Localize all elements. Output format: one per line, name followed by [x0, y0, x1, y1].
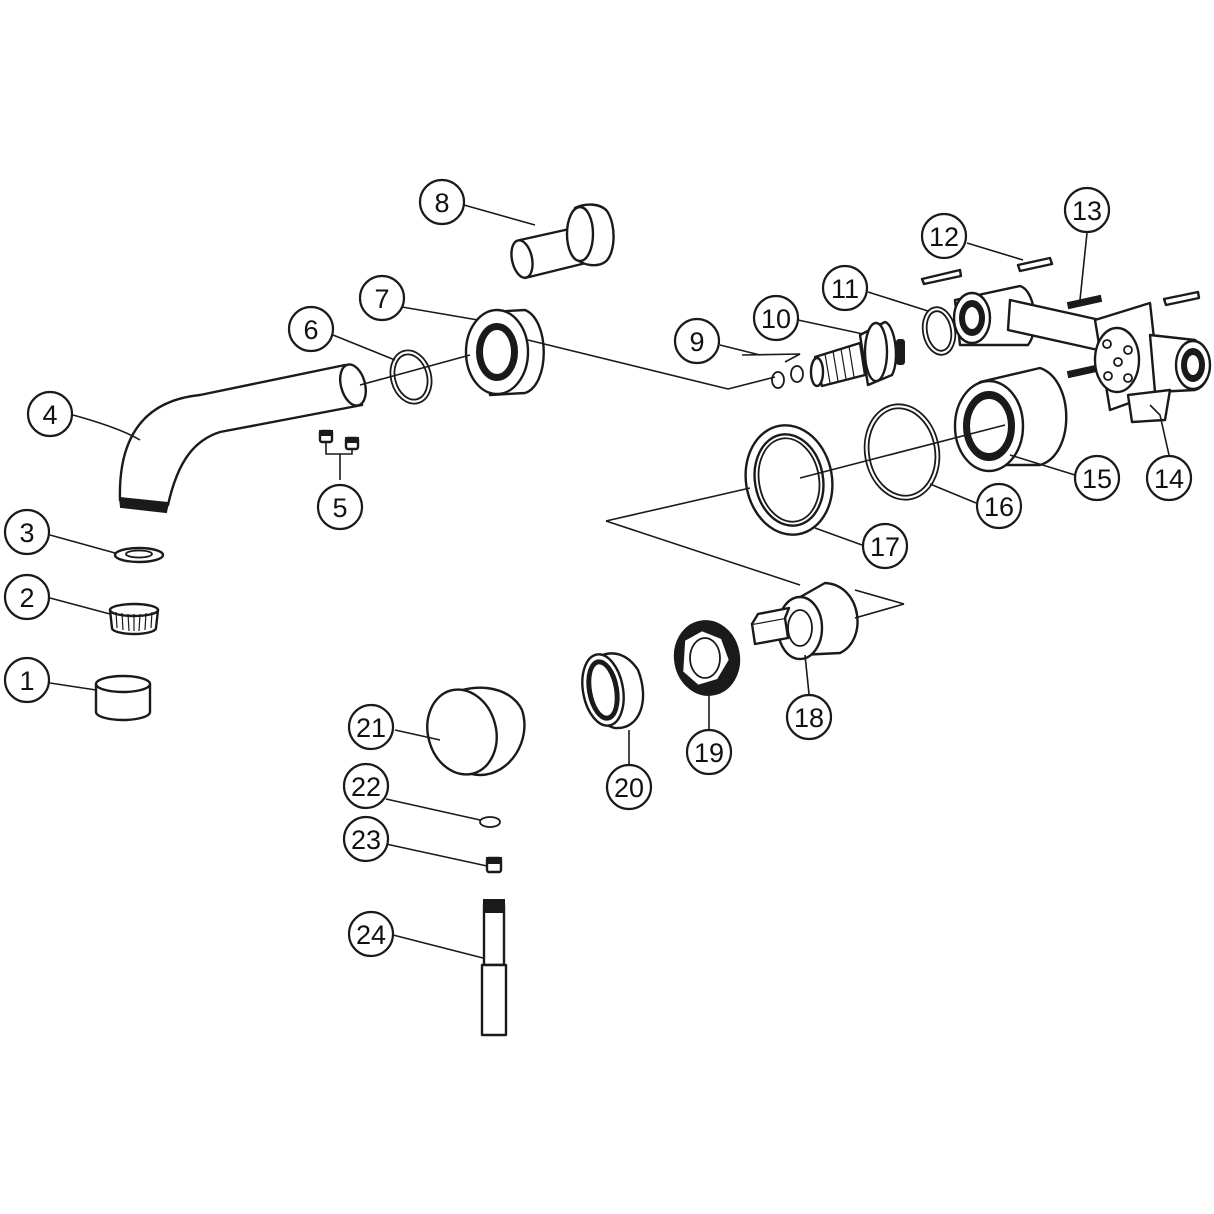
callout-16: 16 [975, 482, 1023, 530]
callout-13: 13 [1063, 186, 1111, 234]
callout-number: 15 [1082, 464, 1112, 494]
part-2-aerator-insert [108, 602, 160, 636]
part-7-spout-wall-plate [464, 308, 545, 397]
part-3-washer [113, 546, 165, 564]
callout-6: 6 [287, 305, 335, 353]
callout-number: 5 [332, 493, 347, 523]
callout-number: 7 [374, 284, 389, 314]
part-1-aerator-housing [94, 674, 152, 722]
callout-number: 12 [929, 222, 959, 252]
callout-number: 22 [351, 772, 381, 802]
callout-22: 22 [342, 762, 390, 810]
callout-20: 20 [605, 763, 653, 811]
callout-24: 24 [347, 910, 395, 958]
callout-number: 13 [1072, 196, 1102, 226]
callout-number: 6 [303, 315, 318, 345]
callout-8: 8 [418, 178, 466, 226]
callout-19: 19 [685, 728, 733, 776]
callout-number: 11 [831, 274, 859, 304]
callout-number: 4 [42, 400, 57, 430]
callout-21: 21 [347, 703, 395, 751]
part-9-small-o-rings [771, 365, 804, 389]
part-21-handle-cap [426, 686, 526, 777]
part-6-o-ring [389, 349, 433, 405]
part-4-spout [118, 363, 368, 514]
callout-number: 3 [19, 518, 34, 548]
callout-number: 19 [694, 738, 724, 768]
callout-number: 14 [1154, 464, 1184, 494]
part-24-extension-spindle [480, 899, 508, 1037]
callout-number: 21 [356, 713, 386, 743]
part-12-screws [920, 256, 1201, 307]
callout-9: 9 [673, 317, 721, 365]
callout-number: 17 [870, 532, 900, 562]
part-17-escutcheon-ring [744, 424, 834, 536]
callout-number: 18 [794, 703, 824, 733]
assembly-axis-lines [359, 339, 1006, 619]
callout-14: 14 [1145, 454, 1193, 502]
callout-2: 2 [3, 573, 51, 621]
callout-number: 16 [984, 492, 1014, 522]
callout-leaders [49, 204, 1170, 959]
callout-17: 17 [861, 522, 909, 570]
part-19-hex-nut [673, 620, 741, 696]
callout-1: 1 [3, 656, 51, 704]
part-23-grub-screw [485, 856, 503, 874]
callout-3: 3 [3, 508, 51, 556]
part-14-valve-body [952, 284, 1212, 424]
callout-7: 7 [358, 274, 406, 322]
callout-number: 2 [19, 583, 34, 613]
callout-number: 9 [689, 327, 704, 357]
callout-12: 12 [920, 212, 968, 260]
callout-number: 1 [19, 666, 34, 696]
callout-number: 23 [351, 825, 381, 855]
part-10-cartridge [809, 320, 905, 388]
callout-number: 24 [356, 920, 386, 950]
callout-15: 15 [1073, 454, 1121, 502]
part-18-cartridge [750, 581, 859, 661]
callout-11: 11 [821, 264, 869, 312]
callout-18: 18 [785, 693, 833, 741]
part-16-large-o-ring [863, 403, 941, 501]
part-11-o-ring [921, 306, 957, 356]
part-8-extension-piece [510, 203, 615, 280]
part-15-sleeve [953, 366, 1068, 473]
callout-number: 8 [434, 188, 449, 218]
callout-23: 23 [342, 815, 390, 863]
part-22-small-washer [479, 816, 501, 828]
callout-5: 5 [316, 483, 364, 531]
callout-10: 10 [752, 294, 800, 342]
callout-number: 10 [761, 304, 791, 334]
callout-number: 20 [614, 773, 644, 803]
callout-4: 4 [26, 390, 74, 438]
part-20-shroud [581, 652, 645, 730]
